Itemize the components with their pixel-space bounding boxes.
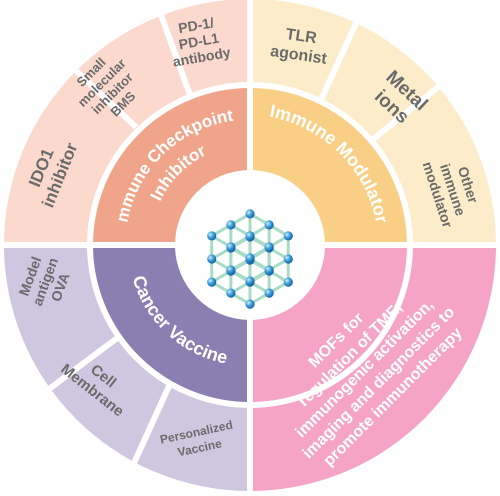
- lattice-node: [264, 220, 274, 230]
- lattice-node: [283, 254, 293, 264]
- lattice-node: [283, 277, 293, 287]
- lattice-node: [207, 231, 217, 241]
- lattice-node: [245, 209, 255, 219]
- lattice-node: [245, 253, 255, 263]
- mofs-quadrant: [250, 245, 496, 491]
- lattice-node: [245, 276, 255, 286]
- lattice-node: [245, 299, 255, 309]
- lattice-node: [226, 265, 236, 275]
- lattice-node: [207, 254, 217, 264]
- svg-text:PD-L1: PD-L1: [178, 30, 221, 53]
- lattice-node: [226, 220, 236, 230]
- lattice-node: [226, 288, 236, 298]
- lattice-node: [226, 242, 236, 252]
- svg-text:PD-1/: PD-1/: [177, 14, 215, 36]
- mof-crystal-lattice-icon: [207, 209, 293, 309]
- lattice-node: [245, 231, 255, 241]
- lattice-node: [283, 231, 293, 241]
- lattice-node: [207, 277, 217, 287]
- svg-text:TLR: TLR: [285, 26, 319, 47]
- lattice-node: [264, 265, 274, 275]
- lattice-node: [264, 242, 274, 252]
- lattice-node: [264, 288, 274, 298]
